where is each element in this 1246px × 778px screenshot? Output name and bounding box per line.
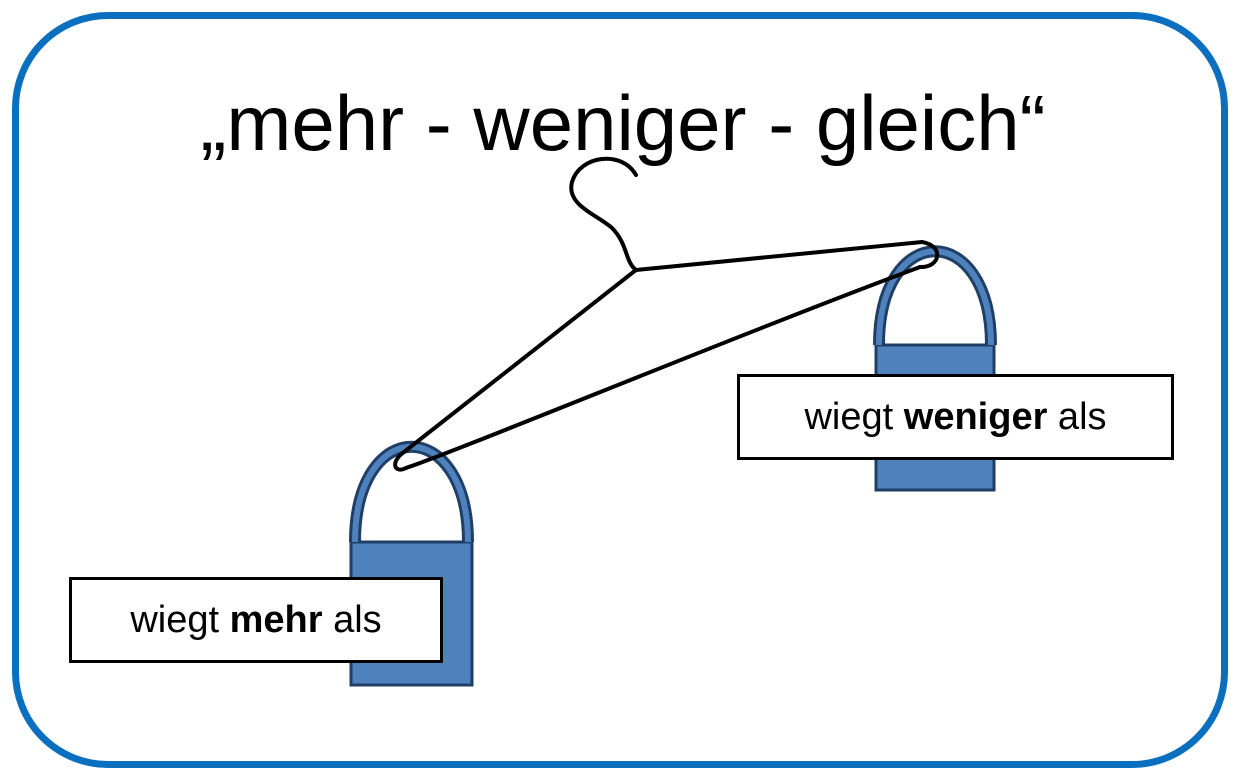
hanger-lower-bar <box>404 265 922 470</box>
label-weighs-more-suffix: als <box>322 598 382 641</box>
label-weighs-more-prefix: wiegt <box>130 598 230 641</box>
left-bag-handle <box>349 440 474 543</box>
label-weighs-less: wiegt weniger als <box>737 374 1174 460</box>
label-weighs-more-emphasis: mehr <box>229 598 323 641</box>
hanger-left-end <box>393 450 408 472</box>
hanger-left-arm <box>402 268 638 454</box>
page-title: „mehr - weniger - gleich“ <box>200 79 1046 167</box>
hanger-upper-right-arm <box>634 240 924 272</box>
hanger-right-end <box>918 240 940 270</box>
label-weighs-more: wiegt mehr als <box>69 577 443 663</box>
hanger-hook <box>569 156 638 272</box>
right-bag-handle <box>873 245 997 346</box>
coat-hanger <box>393 156 940 472</box>
label-weighs-less-emphasis: weniger <box>903 395 1048 438</box>
label-weighs-less-suffix: als <box>1047 395 1107 438</box>
label-weighs-less-prefix: wiegt <box>804 395 904 438</box>
